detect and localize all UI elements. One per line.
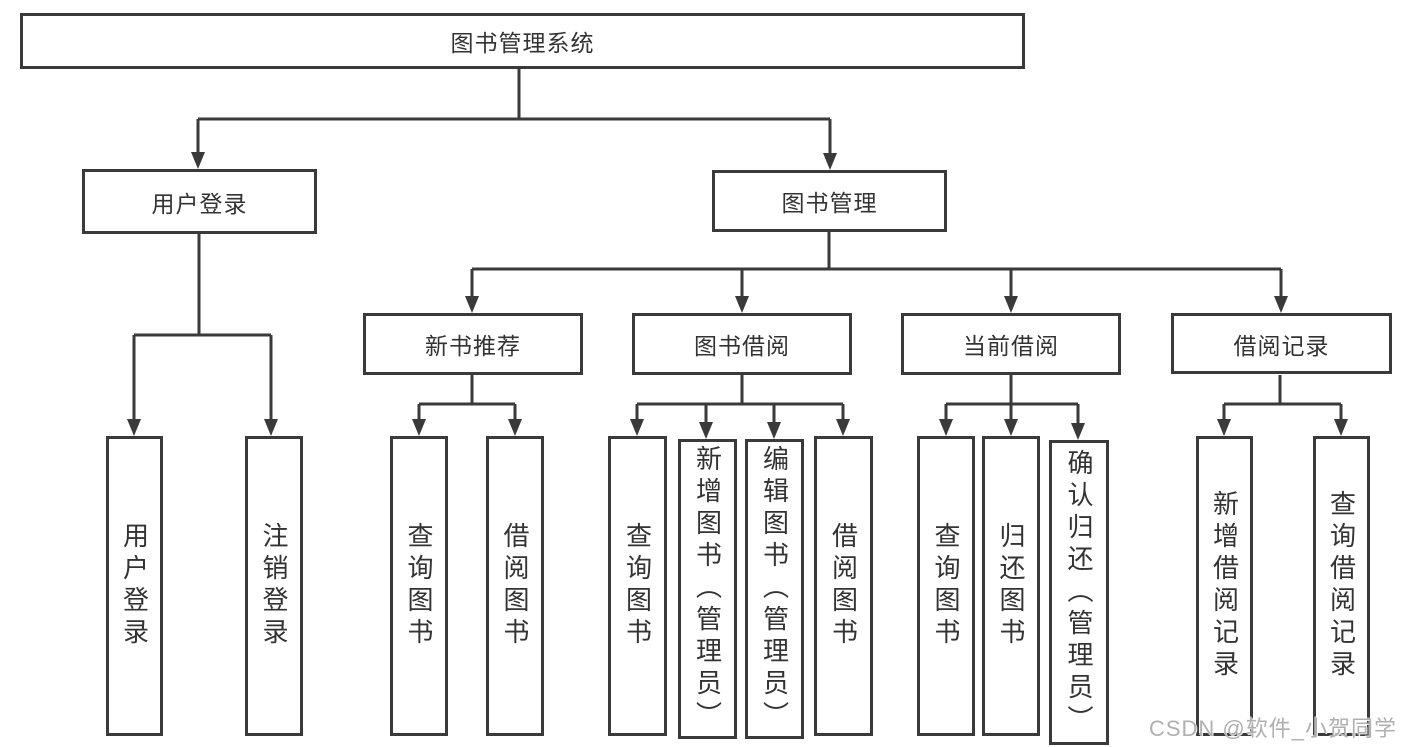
leaf-user-login: 用户登录	[106, 436, 163, 736]
leaf-confirm-return-admin: 确认归还（管理员）	[1049, 440, 1109, 745]
leaf-user-login-label: 用户登录	[119, 522, 150, 650]
leaf-confirm-return-admin-label: 确认归还（管理员）	[1064, 448, 1094, 737]
connector-group-recommend	[412, 375, 522, 436]
node-user-login: 用户登录	[82, 169, 317, 234]
node-current-borrow-label: 当前借阅	[963, 333, 1059, 359]
connector-group-records	[1217, 375, 1348, 436]
connector-group-borrow	[630, 375, 850, 439]
leaf-return-books: 归还图书	[982, 436, 1040, 736]
connector-group-current	[939, 375, 1085, 440]
connector-root-branch	[191, 68, 837, 170]
leaf-logout-label: 注销登录	[259, 522, 289, 650]
node-current-borrow: 当前借阅	[901, 313, 1121, 375]
leaf-return-books-label: 归还图书	[996, 522, 1026, 650]
node-borrow-records-label: 借阅记录	[1233, 332, 1330, 359]
leaf-current-query-books: 查询图书	[917, 436, 975, 736]
node-library-system: 图书管理系统	[20, 13, 1025, 69]
leaf-add-borrow-record: 新增借阅记录	[1196, 436, 1253, 736]
connector-book-mgmt-branch	[465, 232, 1288, 313]
leaf-add-book-admin: 新增图书（管理员）	[678, 439, 737, 739]
node-library-system-label: 图书管理系统	[450, 30, 595, 56]
node-book-management-label: 图书管理	[781, 190, 878, 216]
leaf-borrow-books-label: 借阅图书	[828, 522, 859, 650]
csdn-watermark: CSDN @软件_小贺同学	[1148, 716, 1397, 741]
leaf-borrow-query-books: 查询图书	[608, 436, 667, 736]
connector-user-login-branch	[127, 234, 278, 436]
leaf-recommend-query-books-label: 查询图书	[404, 522, 434, 650]
leaf-borrow-query-books-label: 查询图书	[622, 522, 653, 650]
node-book-borrow: 图书借阅	[632, 313, 852, 375]
node-book-management: 图书管理	[712, 170, 947, 232]
node-borrow-records: 借阅记录	[1171, 313, 1392, 374]
node-new-book-recommend: 新书推荐	[363, 313, 583, 375]
node-new-book-recommend-label: 新书推荐	[425, 333, 521, 359]
leaf-edit-book-admin: 编辑图书（管理员）	[745, 439, 804, 739]
leaf-recommend-query-books: 查询图书	[390, 436, 448, 736]
leaf-add-borrow-record-label: 新增借阅记录	[1209, 490, 1240, 682]
leaf-edit-book-admin-label: 编辑图书（管理员）	[759, 445, 790, 733]
leaf-borrow-books: 借阅图书	[814, 436, 873, 736]
node-book-borrow-label: 图书借阅	[694, 333, 790, 359]
leaf-query-borrow-record: 查询借阅记录	[1313, 436, 1370, 736]
leaf-current-query-books-label: 查询图书	[931, 522, 961, 650]
leaf-logout: 注销登录	[245, 436, 303, 736]
leaf-recommend-borrow-books-label: 借阅图书	[500, 522, 530, 650]
leaf-query-borrow-record-label: 查询借阅记录	[1326, 490, 1357, 682]
node-user-login-label: 用户登录	[151, 190, 248, 217]
leaf-add-book-admin-label: 新增图书（管理员）	[692, 445, 723, 733]
leaf-recommend-borrow-books: 借阅图书	[486, 436, 544, 736]
